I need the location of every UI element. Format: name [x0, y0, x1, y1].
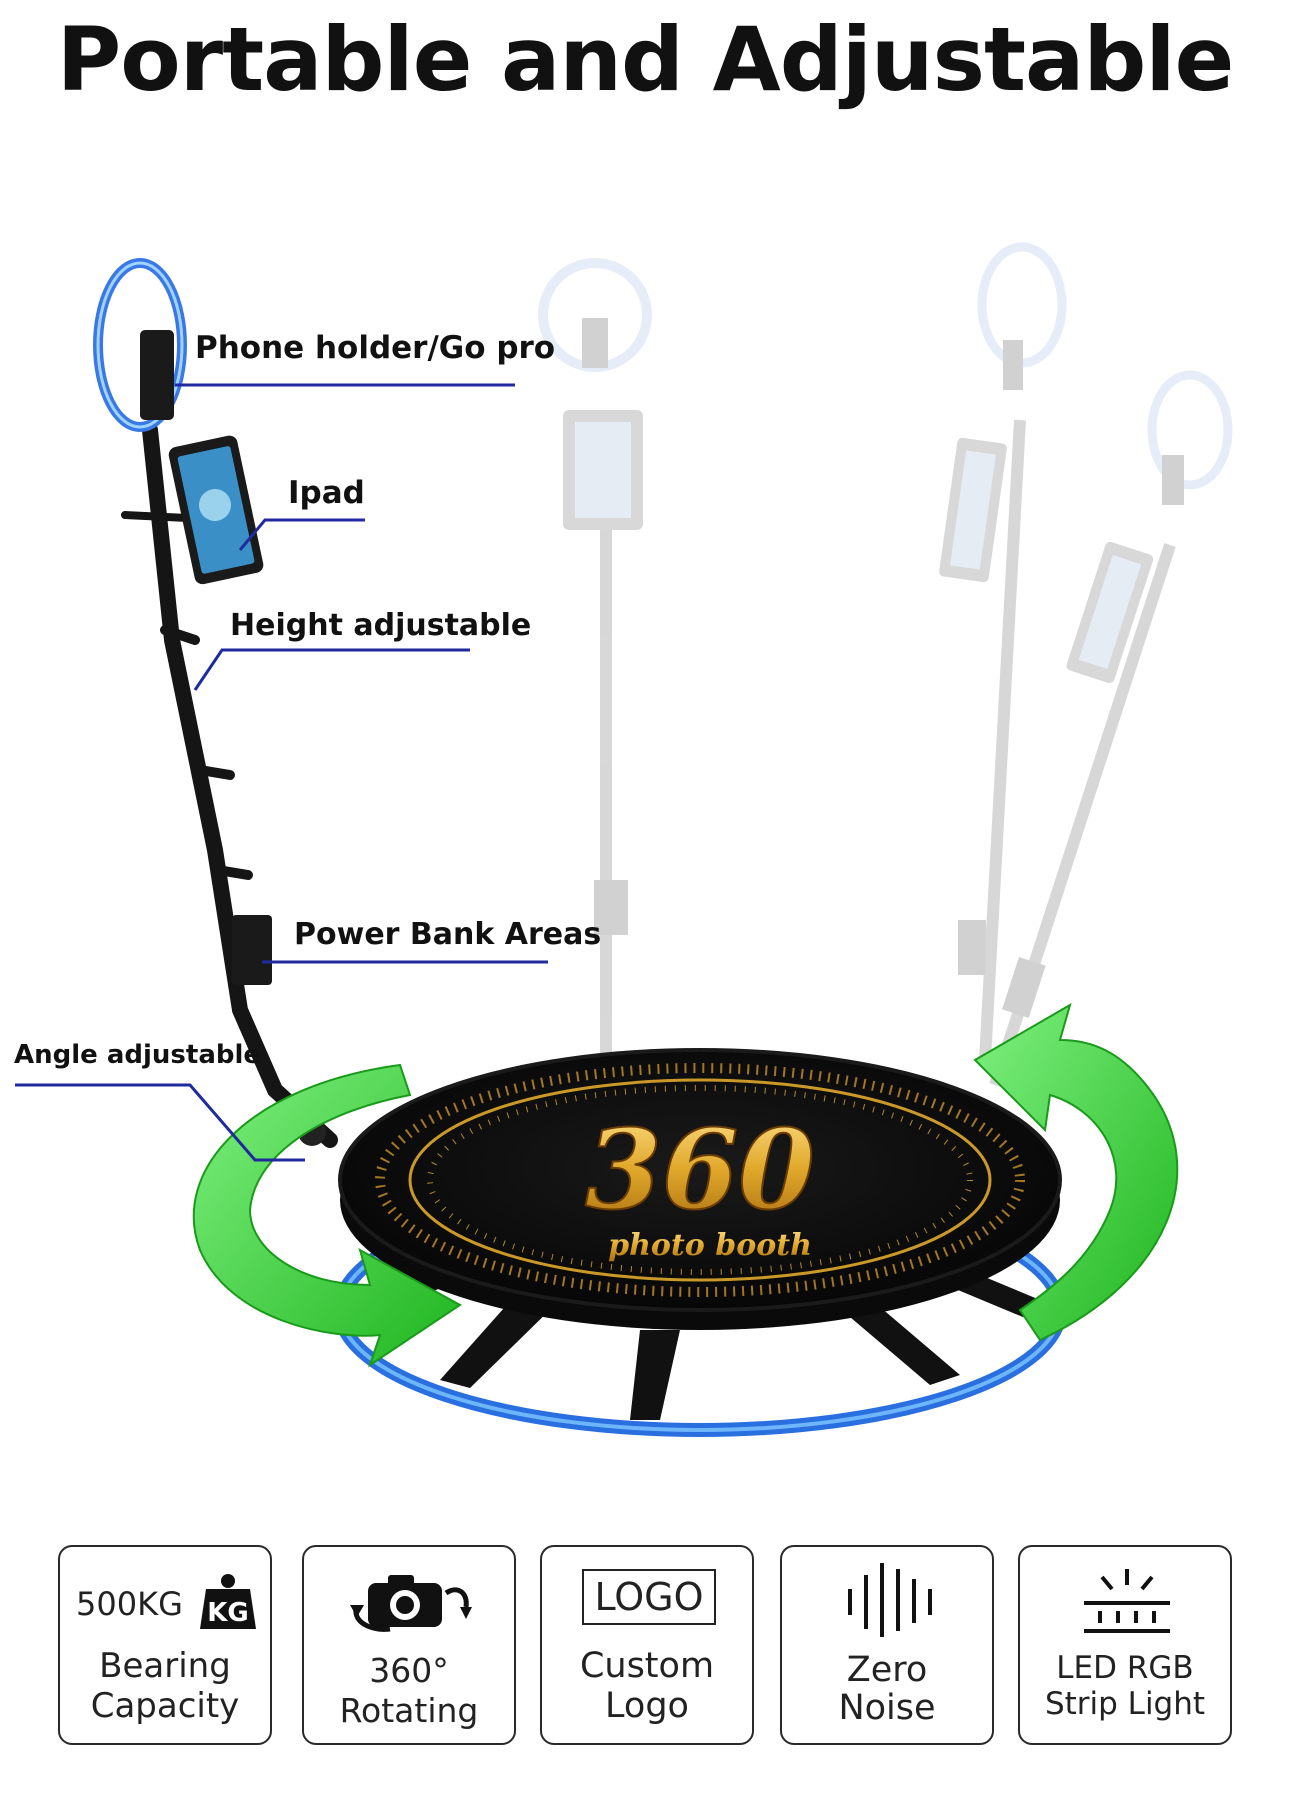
feature-logo-line2: Logo — [605, 1686, 689, 1726]
callout-power-bank: Power Bank Areas — [294, 917, 602, 952]
feature-rotating-line1: 360° — [369, 1651, 449, 1690]
ghost-stands — [538, 242, 1233, 1087]
feature-rotating-line2: Rotating — [339, 1691, 479, 1730]
booth-brand-number: 360 — [585, 1105, 815, 1234]
rotation-arrow-right — [973, 1002, 1179, 1342]
feature-led-line1: LED RGB — [1056, 1650, 1194, 1686]
callout-phone-holder: Phone holder/Go pro — [195, 330, 556, 366]
camera-rotate-icon — [346, 1565, 476, 1635]
feature-noise-line2: Noise — [838, 1688, 936, 1728]
feature-card-rotating: 360° Rotating — [302, 1545, 516, 1745]
logo-box-icon: LOGO — [582, 1569, 716, 1625]
photo-booth-illustration: 360 photo booth — [15, 242, 1233, 1437]
led-strip-icon — [1080, 1565, 1174, 1637]
feature-card-noise: Zero Noise — [780, 1545, 994, 1745]
feature-logo-line1: Custom — [579, 1646, 715, 1686]
feature-cards: 500KG KG Bearing Capacity 360° — [0, 1545, 1290, 1755]
feature-card-led: LED RGB Strip Light — [1018, 1545, 1232, 1745]
rotating-platform — [338, 1048, 1062, 1312]
ipad — [168, 435, 264, 585]
feature-bearing-line2: Capacity — [90, 1686, 240, 1726]
phone-holder — [140, 330, 174, 420]
weight-icon: KG — [198, 1571, 258, 1629]
power-bank — [232, 915, 272, 985]
callout-ipad: Ipad — [288, 475, 365, 511]
feature-bearing-weight: 500KG — [76, 1585, 183, 1623]
feature-card-bearing: 500KG KG Bearing Capacity — [58, 1545, 272, 1745]
callout-height-adjustable: Height adjustable — [230, 608, 532, 643]
page-title: Portable and Adjustable — [56, 8, 1235, 111]
feature-card-logo: LOGO Custom Logo — [540, 1545, 754, 1745]
svg-text:KG: KG — [207, 1598, 249, 1628]
feature-noise-line1: Zero — [846, 1650, 928, 1690]
callout-angle-adjustable: Angle adjustable — [14, 1040, 262, 1070]
feature-bearing-line1: Bearing — [99, 1646, 231, 1686]
feature-led-line2: Strip Light — [1044, 1686, 1206, 1722]
sound-wave-icon — [842, 1559, 936, 1639]
callout-lines — [15, 383, 548, 1162]
booth-brand-script: photo booth — [608, 1228, 812, 1263]
